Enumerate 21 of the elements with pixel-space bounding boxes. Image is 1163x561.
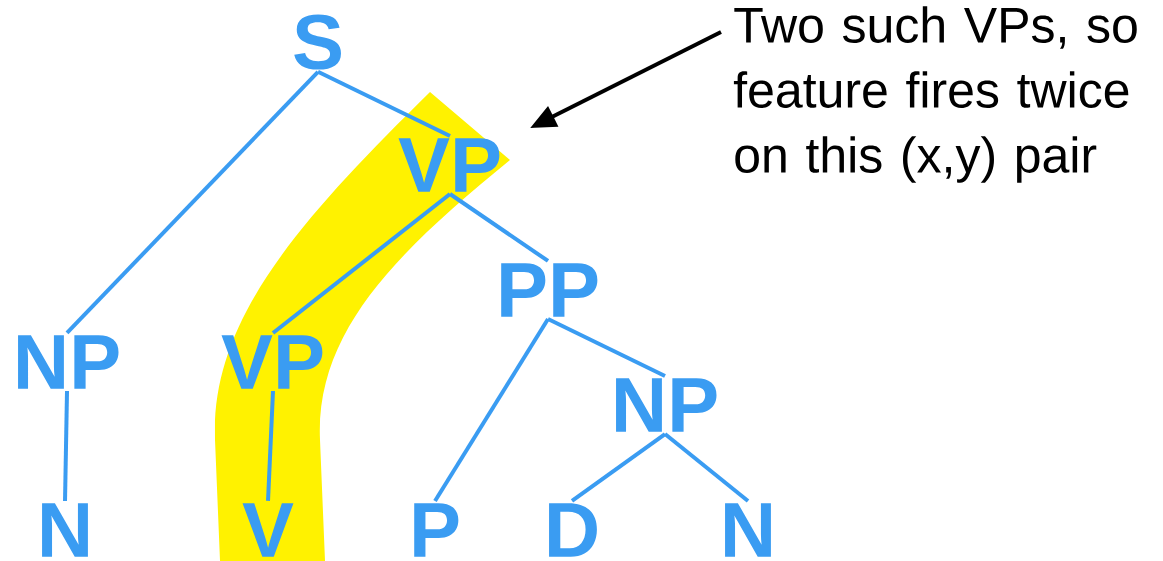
tree-label: V [242,503,294,557]
tree-label: N [725,503,771,557]
tree-label: D [549,503,597,557]
tree-branch [547,317,666,378]
tree-label: PP [501,263,598,317]
tree-branch [448,192,550,263]
tree-label: NP [18,335,119,389]
tree-branch [266,390,275,502]
tree-branch [570,432,667,503]
tree-branch [663,432,750,503]
tree-branch [317,70,451,138]
tree-label: VP [398,138,500,192]
callout-text: Two such VPs, so feature fires twice on this (x,y) pair [733,6,1137,183]
tree-label: NP [616,378,717,432]
tree-label: S [294,14,341,70]
tree-branch [63,390,69,501]
tree-branch [271,192,452,335]
tree-label: P [414,503,459,557]
tree-branch [433,317,550,502]
tree-branch [65,70,320,335]
tree-label: N [42,503,88,557]
